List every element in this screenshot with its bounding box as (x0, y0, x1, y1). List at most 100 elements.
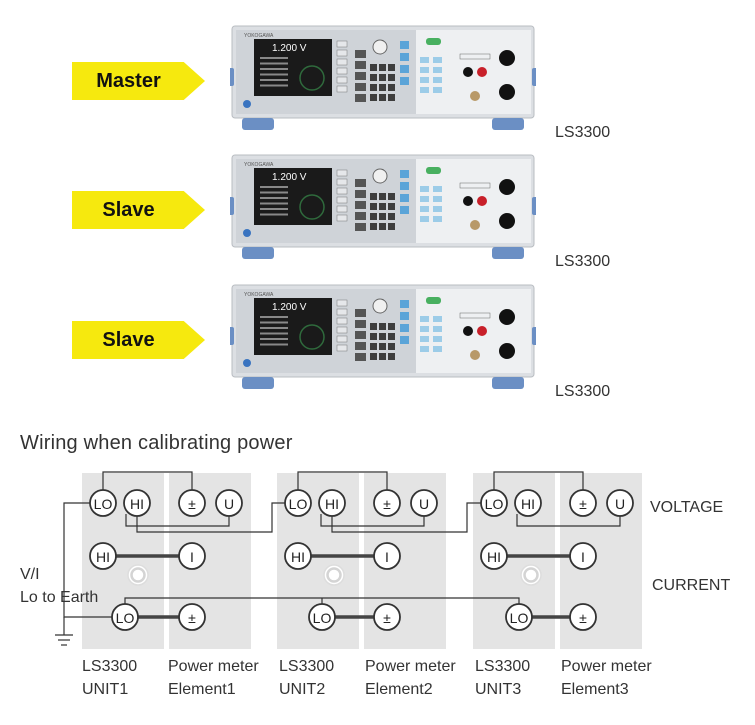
side-button (400, 65, 409, 73)
soft-key (336, 335, 348, 343)
terminal-ground-icon (470, 350, 480, 360)
wire-lo-pm-1 (102, 471, 193, 490)
terminal-ground-icon (470, 220, 480, 230)
earth-terminal-icon (523, 567, 539, 583)
terminal-i-3 (569, 542, 597, 570)
wire-hi-u-2 (320, 514, 425, 527)
ls-model: LS3300 (279, 658, 335, 675)
terminal-hi-i-2 (284, 542, 312, 570)
display-reading: 1.200 V (272, 302, 307, 313)
soft-key (336, 178, 348, 186)
function-key (355, 331, 366, 339)
range-button (420, 57, 429, 63)
terminal-label: ± (579, 610, 587, 626)
range-button (420, 186, 429, 192)
keypad-key (370, 223, 377, 230)
earth-terminals (127, 564, 542, 586)
terminal-label: HI (291, 549, 305, 565)
side-button (400, 170, 409, 178)
terminal-lo-i-1 (111, 603, 139, 631)
power-button-icon (243, 100, 251, 108)
terminal-label: U (224, 496, 234, 512)
wiring-diagram: LO HI ± U HI I LO ± LO HI ± U HI I LO ± … (55, 471, 642, 649)
soft-key (336, 76, 348, 84)
foot-icon (242, 118, 274, 130)
side-button (400, 53, 409, 61)
soft-key (336, 196, 348, 204)
wire-hi-2-to-lo-3 (331, 502, 483, 533)
display-line (260, 343, 288, 346)
terminal-hi-i-1 (89, 542, 117, 570)
brand-label: YOKOGAWA (244, 33, 274, 39)
instrument-illustration: YOKOGAWA 1.200 V (228, 24, 538, 136)
terminal-label: ± (188, 610, 196, 626)
display-line (260, 208, 288, 210)
handle-icon (532, 68, 538, 86)
soft-key (336, 205, 348, 213)
soft-key (336, 326, 348, 334)
side-button (400, 41, 409, 49)
display-reading: 1.200 V (272, 43, 307, 54)
range-button (420, 87, 429, 93)
display-line (260, 79, 288, 81)
display-line (260, 57, 288, 59)
terminal-pm-v-1 (178, 489, 206, 517)
terminal-pm-v-3 (569, 489, 597, 517)
keypad-key (388, 94, 395, 101)
foot-icon (242, 247, 274, 259)
wire-hi-1-to-lo-2 (136, 502, 287, 533)
terminal-pm-i-1 (178, 603, 206, 631)
terminal-label: ± (383, 610, 391, 626)
terminal-black-icon (463, 196, 473, 206)
function-key (355, 342, 366, 350)
terminal-i-1 (178, 542, 206, 570)
keypad-key (379, 84, 386, 91)
function-key (355, 212, 366, 220)
range-button (433, 87, 442, 93)
keypad-key (388, 74, 395, 81)
side-button (400, 336, 409, 344)
function-key (355, 72, 366, 80)
keypad-key (370, 74, 377, 81)
wire-hi-u-3 (516, 514, 621, 527)
terminal-label: LO (94, 496, 113, 512)
soft-key (336, 187, 348, 195)
display-line (260, 191, 288, 194)
function-key (355, 50, 366, 58)
terminal-label: HI (96, 549, 110, 565)
display-line (260, 197, 288, 199)
terminal-label: ± (188, 496, 196, 512)
ls-unit-label: LS3300 UNIT3 (475, 655, 530, 701)
keypad-key (370, 193, 377, 200)
handle-icon (228, 327, 234, 345)
wire-lo-to-earth (63, 502, 114, 618)
wire-lo-pm-2 (297, 471, 388, 490)
terminal-lo-i-2 (308, 603, 336, 631)
pm-element: Element3 (561, 681, 629, 698)
terminal-u-3 (606, 489, 634, 517)
terminal-label: I (581, 549, 585, 565)
side-button (400, 194, 409, 202)
range-button (420, 216, 429, 222)
keypad-key (379, 323, 386, 330)
display-line (260, 327, 288, 329)
terminal-ground-icon (470, 91, 480, 101)
terminal-lo-v-3 (480, 489, 508, 517)
wire-lo-pm-3 (493, 471, 584, 490)
range-button (433, 216, 442, 222)
terminal-pm-i-3 (569, 603, 597, 631)
keypad-key (388, 333, 395, 340)
range-button (420, 326, 429, 332)
range-button (420, 67, 429, 73)
terminal-circles (89, 489, 634, 631)
terminal-label: U (615, 496, 625, 512)
voltage-terminal-icon (499, 309, 515, 325)
soft-key (336, 308, 348, 316)
terminal-hi-v-1 (123, 489, 151, 517)
keypad-key (379, 193, 386, 200)
rotary-knob-icon (372, 298, 388, 314)
keypad-key (379, 343, 386, 350)
soft-key (336, 49, 348, 57)
